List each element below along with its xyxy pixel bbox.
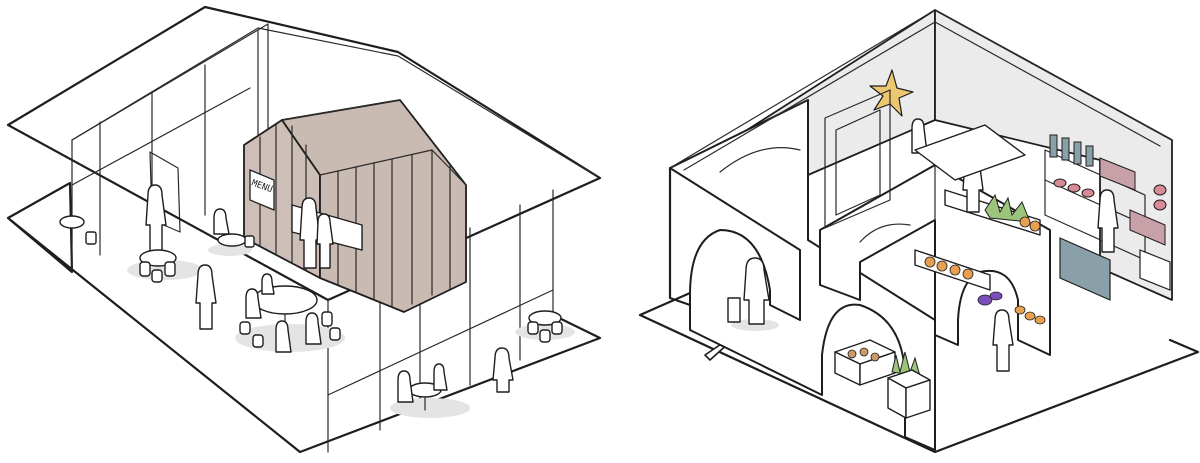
kiosk-menu-board — [249, 169, 275, 211]
pavilion-roof — [6, 5, 602, 302]
upper-counter — [914, 124, 1026, 181]
seating-area — [59, 208, 563, 411]
cafe-pavilion-illustration: MENU — [6, 5, 602, 454]
produce-stand — [914, 189, 1046, 325]
people-at-kiosk — [145, 184, 334, 269]
outdoor-crates — [834, 339, 931, 419]
wooden-kiosk: MENU — [243, 99, 467, 313]
glass-facade — [71, 23, 554, 453]
market-floor — [638, 291, 1200, 454]
grocery-shelves — [1044, 134, 1171, 301]
pavilion-roof-edge — [71, 27, 597, 177]
glass-door — [824, 89, 891, 229]
front-arcade-wall — [669, 99, 936, 451]
market-hall-illustration — [638, 9, 1200, 454]
